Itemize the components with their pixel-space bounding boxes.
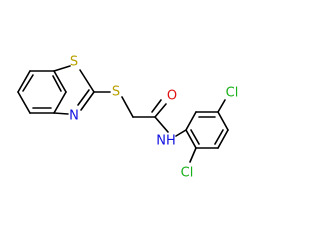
- bond: [217, 129, 229, 149]
- bond: [17, 91, 31, 114]
- atom-label-sulfur-ring: S: [70, 55, 78, 70]
- atom-label-sulfur-thioether: S: [112, 85, 120, 100]
- bond: [121, 96, 134, 118]
- bond: [214, 129, 224, 145]
- bond: [77, 89, 90, 106]
- bond: [217, 111, 229, 131]
- atom-label-amide-nh: NH: [156, 134, 176, 149]
- bonds: [17, 65, 229, 163]
- bond: [217, 99, 226, 113]
- bond: [151, 99, 162, 113]
- bond: [190, 129, 200, 145]
- atom-label-chlorine-top: Cl: [226, 86, 239, 101]
- bond: [189, 147, 197, 163]
- bond: [154, 116, 169, 133]
- chemical-structure-diagram: S N S O NH Cl Cl: [17, 55, 238, 181]
- atom-label-oxygen: O: [167, 89, 177, 104]
- bond: [185, 129, 197, 149]
- bond: [53, 91, 67, 114]
- bond: [154, 103, 167, 118]
- bond: [80, 91, 95, 111]
- bond: [79, 69, 95, 93]
- bond: [175, 129, 187, 137]
- atom-label-nitrogen-ring: N: [69, 109, 79, 124]
- bond: [53, 70, 67, 93]
- bond: [185, 111, 197, 131]
- bond: [17, 70, 31, 93]
- bond: [22, 74, 34, 92]
- bond: [53, 65, 71, 72]
- atom-label-chlorine-bottom: Cl: [181, 166, 194, 181]
- atom-labels: S N S O NH Cl Cl: [69, 55, 238, 181]
- bond: [53, 112, 69, 115]
- bond: [52, 75, 62, 92]
